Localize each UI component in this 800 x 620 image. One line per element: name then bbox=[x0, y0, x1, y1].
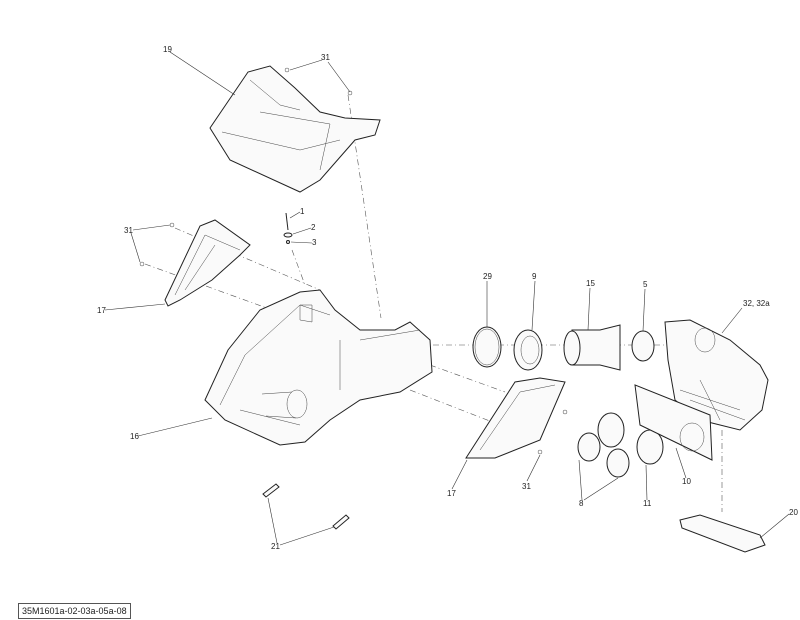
callout-32-32a: 32, 32a bbox=[743, 299, 770, 308]
callout-19: 19 bbox=[163, 45, 172, 54]
part-10-filter-frame bbox=[634, 384, 713, 461]
callout-11: 11 bbox=[643, 499, 652, 508]
part-19-airbox-cover bbox=[209, 65, 381, 193]
callout-17: 17 bbox=[447, 489, 456, 498]
callout-31: 31 bbox=[124, 226, 133, 235]
part-17-side-panel-left bbox=[139, 219, 251, 307]
callout-31: 31 bbox=[321, 53, 330, 62]
part-9-seal-ring bbox=[513, 329, 543, 371]
callout-5: 5 bbox=[643, 280, 648, 289]
part-15-intake-tube bbox=[563, 324, 621, 371]
callout-16: 16 bbox=[130, 432, 139, 441]
callout-8: 8 bbox=[579, 499, 584, 508]
callout-21: 21 bbox=[271, 542, 280, 551]
part-32-air-filter-housing bbox=[664, 319, 769, 431]
callout-20: 20 bbox=[789, 508, 798, 517]
part-8-hose-clamps bbox=[577, 432, 630, 478]
callout-17: 17 bbox=[97, 306, 106, 315]
callout-2: 2 bbox=[311, 223, 316, 232]
part-16-airbox-base bbox=[204, 289, 433, 446]
part-21-clips bbox=[262, 483, 350, 530]
part-11-intake-adaptors bbox=[597, 412, 664, 465]
callout-10: 10 bbox=[682, 477, 691, 486]
callout-1: 1 bbox=[300, 207, 305, 216]
callout-9: 9 bbox=[532, 272, 537, 281]
document-id-label: 35M1601a-02-03a-05a-08 bbox=[18, 603, 131, 619]
part-5-o-ring bbox=[631, 330, 655, 362]
part-29-clamp bbox=[472, 326, 502, 368]
parts-1-2-3-fasteners bbox=[283, 212, 293, 244]
part-20-plate bbox=[679, 514, 766, 553]
callout-15: 15 bbox=[586, 279, 595, 288]
callout-29: 29 bbox=[483, 272, 492, 281]
leader-lines bbox=[104, 51, 790, 546]
part-17-side-panel-right bbox=[465, 377, 568, 459]
callout-31: 31 bbox=[522, 482, 531, 491]
callout-3: 3 bbox=[312, 238, 317, 247]
callout-labels: 19 31 1 2 3 31 17 16 21 29 9 15 5 32, 32… bbox=[97, 45, 798, 551]
